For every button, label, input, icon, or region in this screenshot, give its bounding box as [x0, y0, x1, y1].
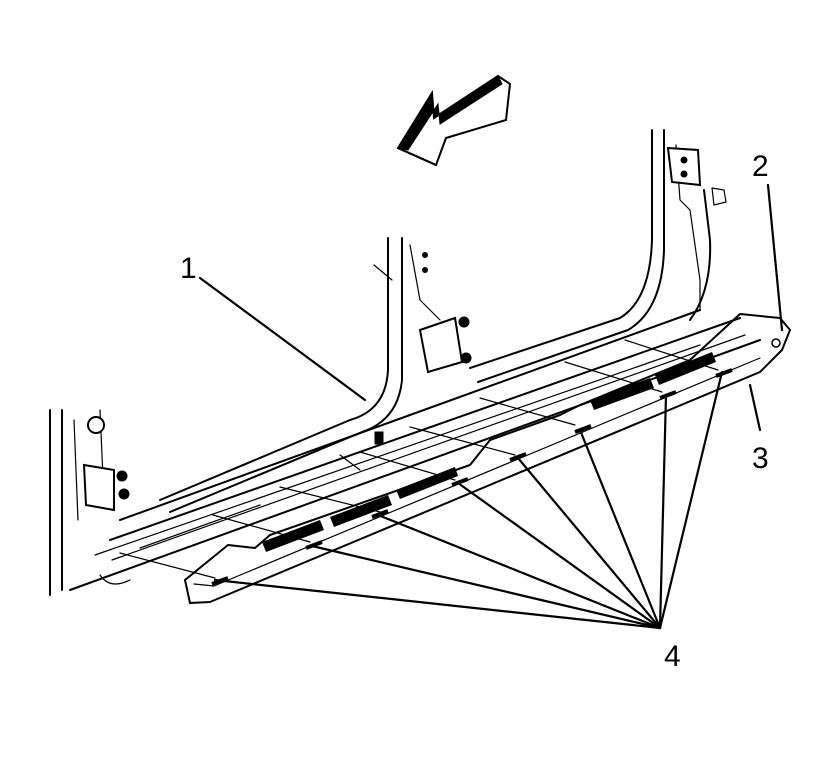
leader-4g [658, 393, 668, 630]
callout-2: 2 [752, 150, 769, 183]
leader-4d [456, 481, 662, 630]
leader-1 [198, 276, 367, 402]
leader-4a [213, 578, 662, 630]
leader-4f [578, 428, 662, 630]
leader-3 [748, 383, 762, 432]
leader-2 [766, 183, 784, 332]
leader-4c [376, 513, 662, 630]
callout-4: 4 [664, 640, 681, 673]
leader-4e [516, 456, 662, 630]
clip-guide-lines [119, 339, 719, 579]
forward-direction-arrow [396, 74, 512, 167]
callout-leaders [198, 183, 784, 630]
sill-plate-grills [262, 352, 716, 552]
callout-3: 3 [752, 442, 769, 475]
body-side-structure [49, 129, 761, 596]
callout-1: 1 [180, 252, 197, 285]
leader-4b [310, 544, 662, 630]
leader-4h [658, 370, 724, 630]
